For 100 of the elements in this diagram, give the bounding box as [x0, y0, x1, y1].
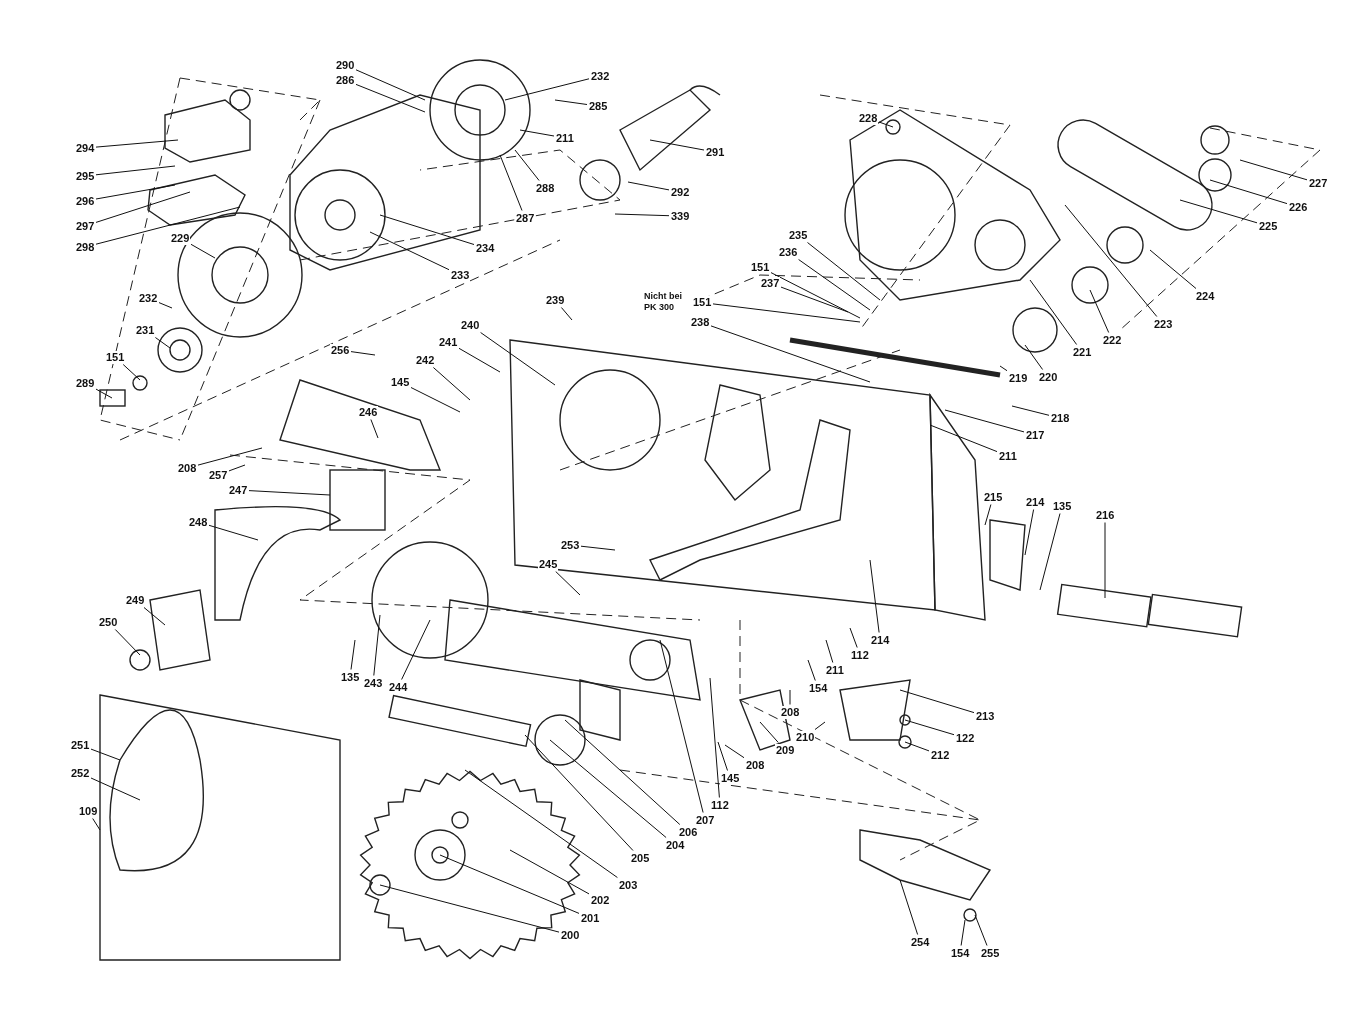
leader-line	[710, 325, 871, 383]
callout-number: 214	[870, 633, 891, 647]
leader-line	[509, 849, 590, 895]
callout-number: 244	[388, 680, 409, 694]
leader-line	[649, 139, 705, 151]
callout-number: 232	[590, 69, 611, 83]
callout-number: 242	[415, 353, 436, 367]
callout-number: 145	[720, 771, 741, 785]
callout-number: 208	[780, 705, 801, 719]
leader-line	[929, 424, 998, 453]
leader-line	[401, 619, 431, 680]
leader-line	[1029, 279, 1078, 345]
leader-line	[158, 302, 173, 309]
leader-line	[122, 364, 141, 381]
leader-line	[709, 677, 720, 798]
callout-number: 228	[858, 111, 879, 125]
callout-number: 257	[208, 468, 229, 482]
leader-line	[90, 777, 141, 801]
leader-line	[1039, 513, 1061, 591]
leader-line	[904, 741, 930, 752]
callout-number: 207	[695, 813, 716, 827]
leader-line	[878, 121, 894, 128]
callout-number: 212	[930, 748, 951, 762]
leader-line	[95, 165, 176, 176]
callout-number: 287	[515, 211, 536, 225]
leader-line	[555, 571, 581, 596]
callout-number: 221	[1072, 345, 1093, 359]
callout-number: 224	[1195, 289, 1216, 303]
callout-number: 254	[910, 935, 931, 949]
leader-line	[554, 99, 588, 105]
callout-number: 154	[808, 681, 829, 695]
callout-number: 112	[850, 648, 870, 662]
leader-line	[944, 409, 1025, 433]
leader-line	[410, 387, 461, 413]
leader-line	[350, 351, 376, 356]
callout-number: 213	[975, 709, 996, 723]
callout-number: 205	[630, 851, 651, 865]
callout-number: 227	[1308, 176, 1329, 190]
leader-line	[197, 447, 263, 466]
leader-line	[373, 614, 381, 676]
callout-number: 135	[340, 670, 361, 684]
leader-line	[480, 332, 556, 386]
leader-line	[1064, 204, 1158, 317]
leader-line	[432, 367, 471, 401]
callout-number: 214	[1025, 495, 1046, 509]
leader-line	[379, 214, 475, 245]
callout-number: 208	[177, 461, 198, 475]
callout-number: 151	[750, 260, 771, 274]
callout-number: 229	[170, 231, 191, 245]
callout-number: 292	[670, 185, 691, 199]
callout-number: 226	[1288, 200, 1309, 214]
leader-line	[904, 719, 955, 736]
callout-number: 211	[998, 449, 1018, 463]
callout-number: 215	[983, 490, 1004, 504]
callout-number: 250	[98, 615, 119, 629]
leader-line	[114, 629, 141, 656]
callout-number: 286	[335, 73, 356, 87]
leader-line	[355, 83, 426, 113]
callout-number: 289	[75, 376, 96, 390]
leader-line	[369, 231, 450, 271]
leader-line	[514, 149, 540, 181]
leader-line	[519, 129, 555, 137]
leader-line	[1239, 159, 1308, 181]
callout-number: 288	[535, 181, 556, 195]
leader-line	[458, 347, 501, 373]
callout-number: 151	[105, 350, 126, 364]
callout-number: 218	[1050, 411, 1071, 425]
callout-number: 243	[363, 676, 384, 690]
leader-line	[95, 388, 113, 399]
callout-number: 211	[555, 131, 575, 145]
leader-line	[814, 721, 826, 730]
callout-number: 122	[955, 731, 976, 745]
callout-number: 295	[75, 169, 96, 183]
leader-line	[627, 181, 670, 191]
callout-number: 209	[775, 743, 796, 757]
leader-line	[780, 286, 849, 313]
leader-line	[143, 607, 166, 626]
callout-number: 252	[70, 766, 91, 780]
callout-number: 251	[70, 738, 91, 752]
leader-line	[1149, 249, 1197, 289]
callout-number: 201	[580, 911, 601, 925]
callout-number: 237	[760, 276, 781, 290]
callout-number: 236	[778, 245, 799, 259]
callout-number: 135	[1052, 499, 1073, 513]
leader-line	[1024, 509, 1035, 556]
leader-line	[504, 78, 590, 101]
leader-line	[95, 206, 241, 245]
leader-line	[712, 303, 861, 323]
callout-number: 241	[438, 335, 459, 349]
leader-line	[1011, 405, 1050, 416]
leader-line	[825, 639, 834, 663]
callout-number: 154	[950, 946, 971, 960]
callout-number: 204	[665, 838, 686, 852]
leader-line	[899, 689, 975, 714]
leader-line	[92, 818, 101, 831]
callout-number: 290	[335, 58, 356, 72]
callout-number: 203	[618, 878, 639, 892]
leader-line	[1179, 199, 1258, 224]
callout-number: 294	[75, 141, 96, 155]
leader-line	[974, 914, 988, 946]
